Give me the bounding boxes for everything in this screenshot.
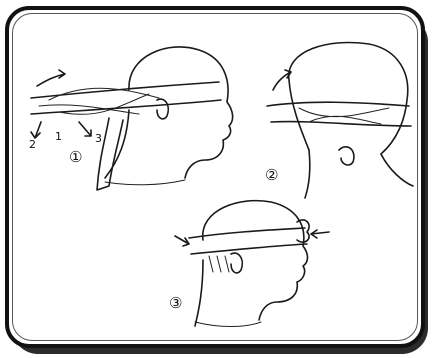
panel-3-arrow-right [311,230,329,238]
panel-2-shoulder [381,154,413,186]
panel-2-neck [305,150,310,198]
panel-1-head [129,47,233,178]
panel-3: ③ [169,201,329,327]
panel-1-arrow-2 [31,122,41,138]
panel-1-arrow-1 [37,70,65,86]
panel-3-pleats [209,256,229,272]
panel-2-band-top [267,102,409,106]
panel-1-arrow-label-3: 3 [95,132,102,145]
panel-2-head-left [289,80,309,150]
panel-3-step-label: ③ [169,294,182,312]
panel-3-neck [195,260,203,326]
illustration-frame: 2 1 3 ① ② [5,6,425,348]
panel-1: 2 1 3 ① [29,47,233,190]
panel-2-head [289,43,408,155]
panel-3-ear [231,253,242,273]
panel-3-band-top [189,228,305,238]
panel-1-collar [105,180,185,185]
panel-3-collar [195,322,261,327]
panel-2-step-label: ② [265,166,278,184]
panel-3-band-bottom [191,244,307,254]
panel-2-ear [339,147,354,165]
panel-2: ② [265,43,413,199]
panel-2-band-bottom [271,122,411,126]
panel-3-arrow-left [175,236,189,246]
panel-2-strand-a [299,108,389,117]
sketch-svg: 2 1 3 ① ② [9,10,421,344]
panel-1-step-label: ① [69,148,82,166]
panel-1-ear [157,99,168,119]
panel-1-arrow-3 [79,122,91,136]
panel-1-arrow-label-2: 2 [29,138,36,151]
panel-1-arrow-label-1: 1 [55,130,62,143]
